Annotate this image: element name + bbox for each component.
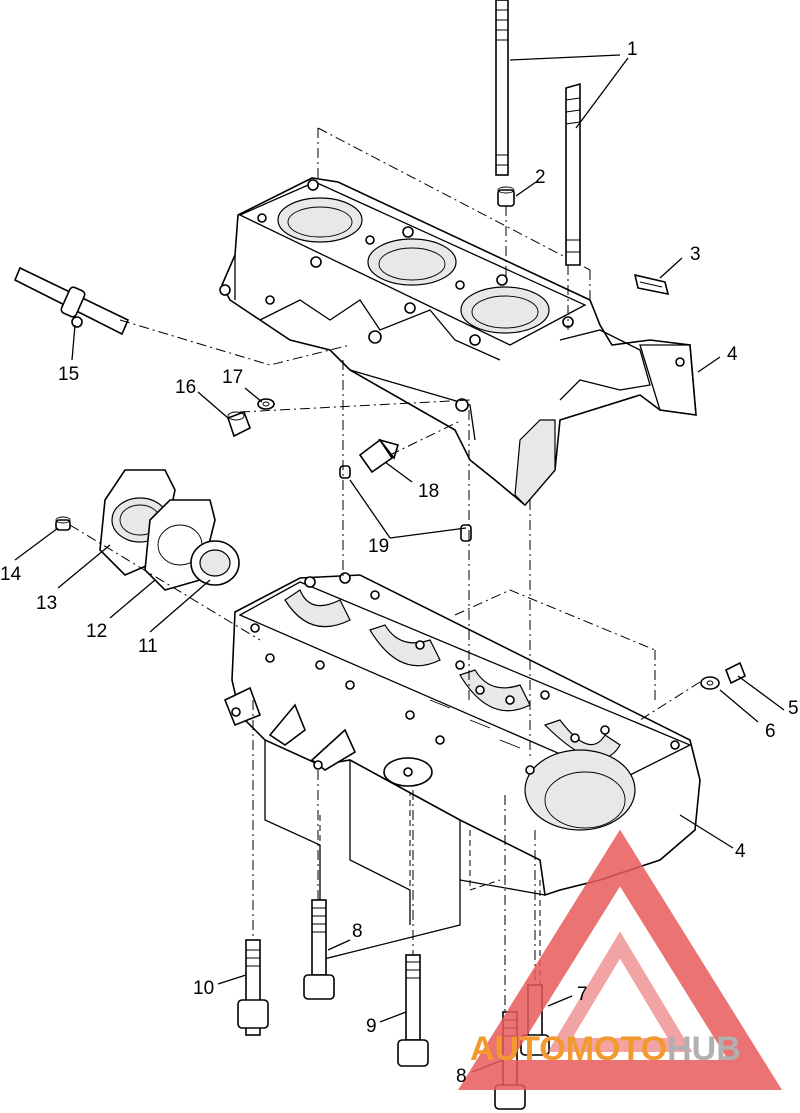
watermark-triangle bbox=[458, 829, 782, 1090]
bolt-10 bbox=[237, 939, 269, 1036]
bolt-9 bbox=[397, 954, 429, 1067]
callout-labels: 1 2 3 4 15 17 16 18 19 14 13 12 11 5 6 4… bbox=[0, 39, 799, 1087]
watermark-moto: MOTO bbox=[566, 1030, 667, 1068]
callout-2: 2 bbox=[535, 167, 546, 188]
assembly-centerlines bbox=[69, 206, 701, 1012]
watermark-text: AUTOMOTOHUB bbox=[470, 1030, 741, 1068]
callout-8-lower: 8 bbox=[456, 1066, 467, 1087]
callout-8-upper: 8 bbox=[352, 921, 363, 942]
callout-9: 9 bbox=[366, 1016, 377, 1037]
lower-crankcase bbox=[223, 572, 701, 990]
watermark-hub: HUB bbox=[667, 1030, 741, 1068]
oil-seal bbox=[190, 540, 240, 586]
dowel-pin bbox=[497, 186, 515, 207]
screw bbox=[55, 516, 71, 531]
callout-18: 18 bbox=[418, 481, 439, 502]
bolt-right bbox=[724, 661, 747, 685]
watermark-auto: AUTO bbox=[470, 1030, 566, 1068]
callout-1: 1 bbox=[627, 39, 638, 60]
callout-4-upper: 4 bbox=[727, 344, 738, 365]
callout-3: 3 bbox=[690, 244, 701, 265]
upper-crankcase bbox=[219, 127, 697, 507]
callout-11: 11 bbox=[138, 636, 158, 657]
crankcase-studs bbox=[495, 0, 581, 266]
water-fitting bbox=[13, 266, 130, 336]
callout-15: 15 bbox=[58, 364, 79, 385]
bolt-8-upper bbox=[303, 899, 335, 1000]
callout-12: 12 bbox=[86, 621, 107, 642]
temperature-sensor bbox=[339, 438, 400, 479]
callout-7: 7 bbox=[577, 984, 588, 1005]
callout-19: 19 bbox=[368, 536, 389, 557]
leader-lines bbox=[14, 54, 785, 1073]
callout-6: 6 bbox=[765, 721, 776, 742]
retaining-clip bbox=[633, 273, 670, 296]
callout-10: 10 bbox=[193, 978, 214, 999]
callout-16: 16 bbox=[175, 377, 196, 398]
callout-4-lower: 4 bbox=[735, 841, 746, 862]
washer-right bbox=[700, 676, 720, 690]
callout-14: 14 bbox=[0, 564, 22, 585]
callout-17: 17 bbox=[222, 367, 243, 388]
callout-13: 13 bbox=[36, 593, 57, 614]
automotohub-watermark-logo: AUTOMOTOHUB bbox=[458, 829, 782, 1090]
callout-5: 5 bbox=[788, 698, 799, 719]
plug-bolt bbox=[226, 410, 252, 438]
